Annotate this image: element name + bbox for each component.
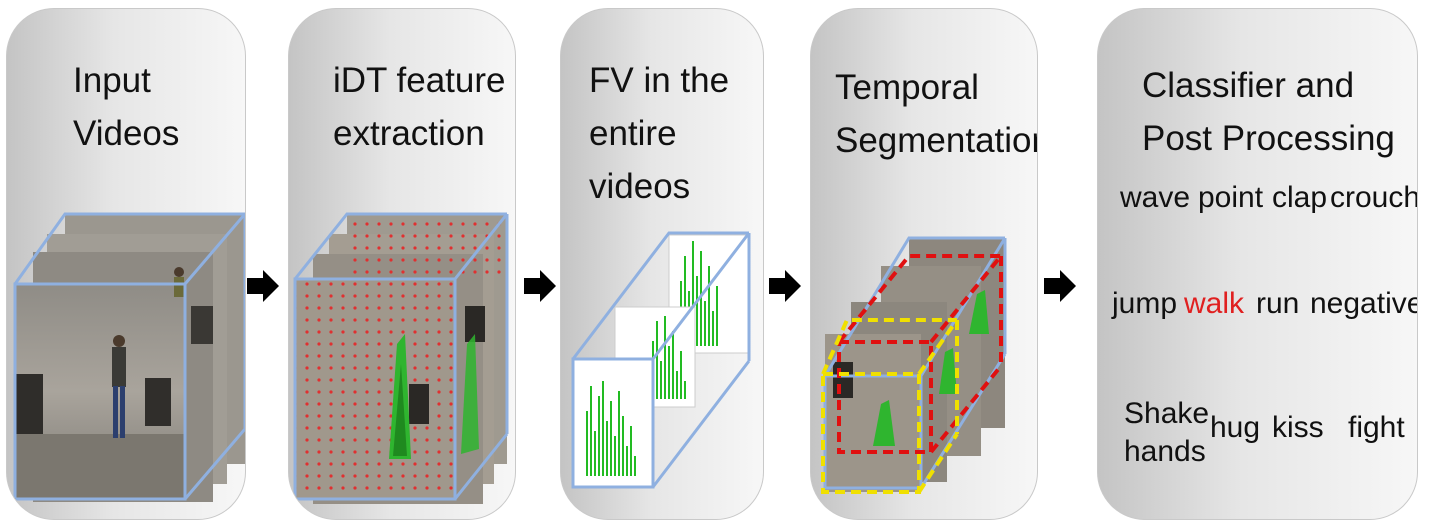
class-label-wave: wave — [1120, 181, 1191, 214]
right-arrow-icon — [1042, 268, 1078, 304]
panel-classifier-post-processing: Classifier and Post Processing wave poin… — [1097, 8, 1418, 520]
panel-input-videos: Input Videos — [6, 8, 246, 520]
panel-fv-entire-videos: FV in the entire videos — [560, 8, 764, 520]
class-label-crouch: crouch — [1330, 181, 1418, 214]
class-label-negative: negative — [1310, 287, 1418, 320]
panel-idt-feature-extraction: iDT feature extraction — [288, 8, 516, 520]
right-arrow-icon — [522, 268, 558, 304]
idt-frames-stack — [293, 212, 509, 504]
panel-title-idt: iDT feature extraction — [333, 61, 506, 153]
right-arrow-icon — [245, 268, 281, 304]
class-label-kiss: kiss — [1272, 411, 1324, 444]
class-label-fight: fight — [1348, 411, 1405, 444]
right-arrow-icon — [767, 268, 803, 304]
class-label-run: run — [1256, 287, 1300, 320]
class-label-hug: hug — [1210, 411, 1261, 444]
video-frames-stack — [13, 212, 245, 502]
panel-title-classifier: Classifier and Post Processing — [1142, 66, 1395, 158]
class-label-walk-highlighted: walk — [1184, 287, 1245, 320]
panel-title-temporal: Temporal Segmentation — [835, 68, 1038, 160]
panel-title-fv: FV in the entire videos — [589, 61, 730, 206]
class-label-clap: clap — [1272, 181, 1328, 214]
fv-histograms — [571, 231, 751, 489]
class-label-jump: jump — [1112, 287, 1178, 320]
panel-temporal-segmentation: Temporal Segmentation — [810, 8, 1038, 520]
class-label-shake-hands: Shake hands — [1124, 397, 1210, 468]
temporal-segments — [821, 236, 1007, 494]
class-label-point: point — [1198, 181, 1264, 214]
panel-title-input-videos: Input Videos — [73, 61, 180, 153]
